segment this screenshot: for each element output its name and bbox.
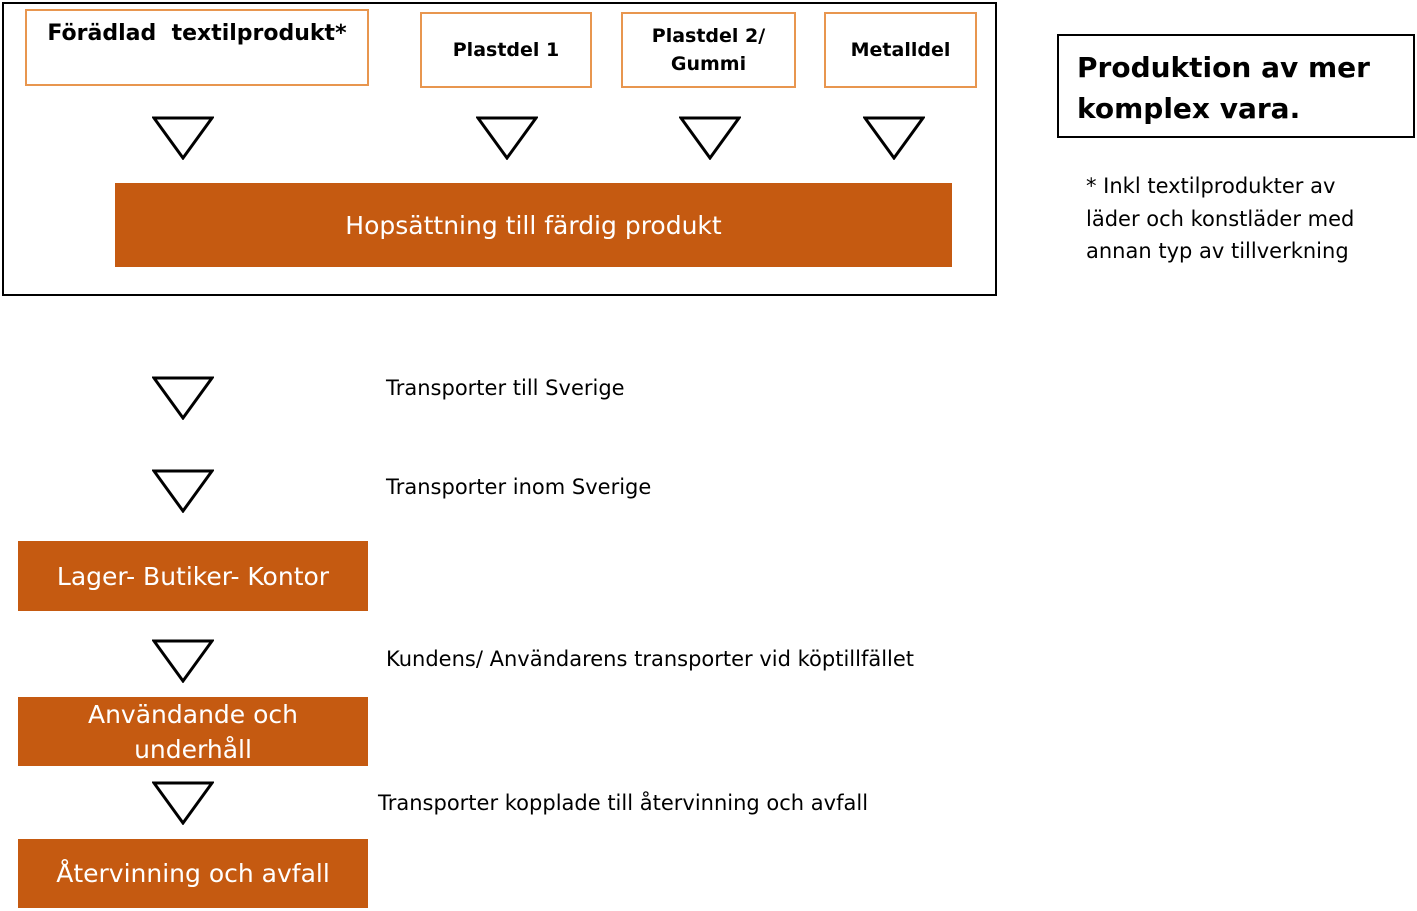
transport-within-sweden-label: Transporter inom Sverige [386,475,652,499]
footnote-line-3: annan typ av tillverkning [1086,239,1349,264]
production-frame [2,2,997,296]
stage-use-line-2: underhåll [134,734,252,764]
footnote: * Inkl textilprodukter av läder och kons… [1086,170,1354,268]
transport-recycling-label: Transporter kopplade till återvinning oc… [378,791,869,815]
input-label-plastic-2-line-1: Plastdel 2/ [651,24,766,47]
input-label-metal: Metalldel [850,38,951,61]
down-triangle-icon [152,469,214,513]
footnote-line-1: * Inkl textilprodukter av [1086,174,1336,198]
title-line-2: komplex vara. [1077,91,1301,125]
assembly-box: Hopsättning till färdig produkt [115,183,952,267]
title-box: Produktion av mer komplex vara. [1057,34,1415,138]
stage-use-box: Användande och underhåll [18,697,368,766]
transport-to-sweden-label: Transporter till Sverige [386,376,625,400]
input-label-textile: Förädlad textilprodukt* [47,21,347,46]
stage-end-label: Återvinning och avfall [56,859,330,888]
down-triangle-icon [152,116,214,160]
down-triangle-icon [863,116,925,160]
input-box-plastic-1: Plastdel 1 [420,12,592,88]
input-box-metal: Metalldel [824,12,977,88]
input-box-textile: Förädlad textilprodukt* [25,9,369,86]
down-triangle-icon [152,781,214,825]
input-label-plastic-1: Plastdel 1 [452,38,560,61]
down-triangle-icon [152,639,214,683]
down-triangle-icon [152,376,214,420]
stage-warehouse-label: Lager- Butiker- Kontor [56,561,330,591]
stage-end-box: Återvinning och avfall [18,839,368,908]
assembly-label: Hopsättning till färdig produkt [345,210,722,240]
title-line-1: Produktion av mer [1077,51,1370,84]
input-label-plastic-2-line-2: Gummi [670,53,747,75]
stage-warehouse-box: Lager- Butiker- Kontor [18,541,368,611]
transport-customer-label: Kundens/ Användarens transporter vid köp… [386,647,915,671]
input-box-plastic-2-rubber: Plastdel 2/ Gummi [621,12,796,88]
down-triangle-icon [476,116,538,160]
stage-use-line-1: Användande och [87,699,299,729]
footnote-line-2: läder och konstläder med [1086,206,1355,231]
down-triangle-icon [679,116,741,160]
